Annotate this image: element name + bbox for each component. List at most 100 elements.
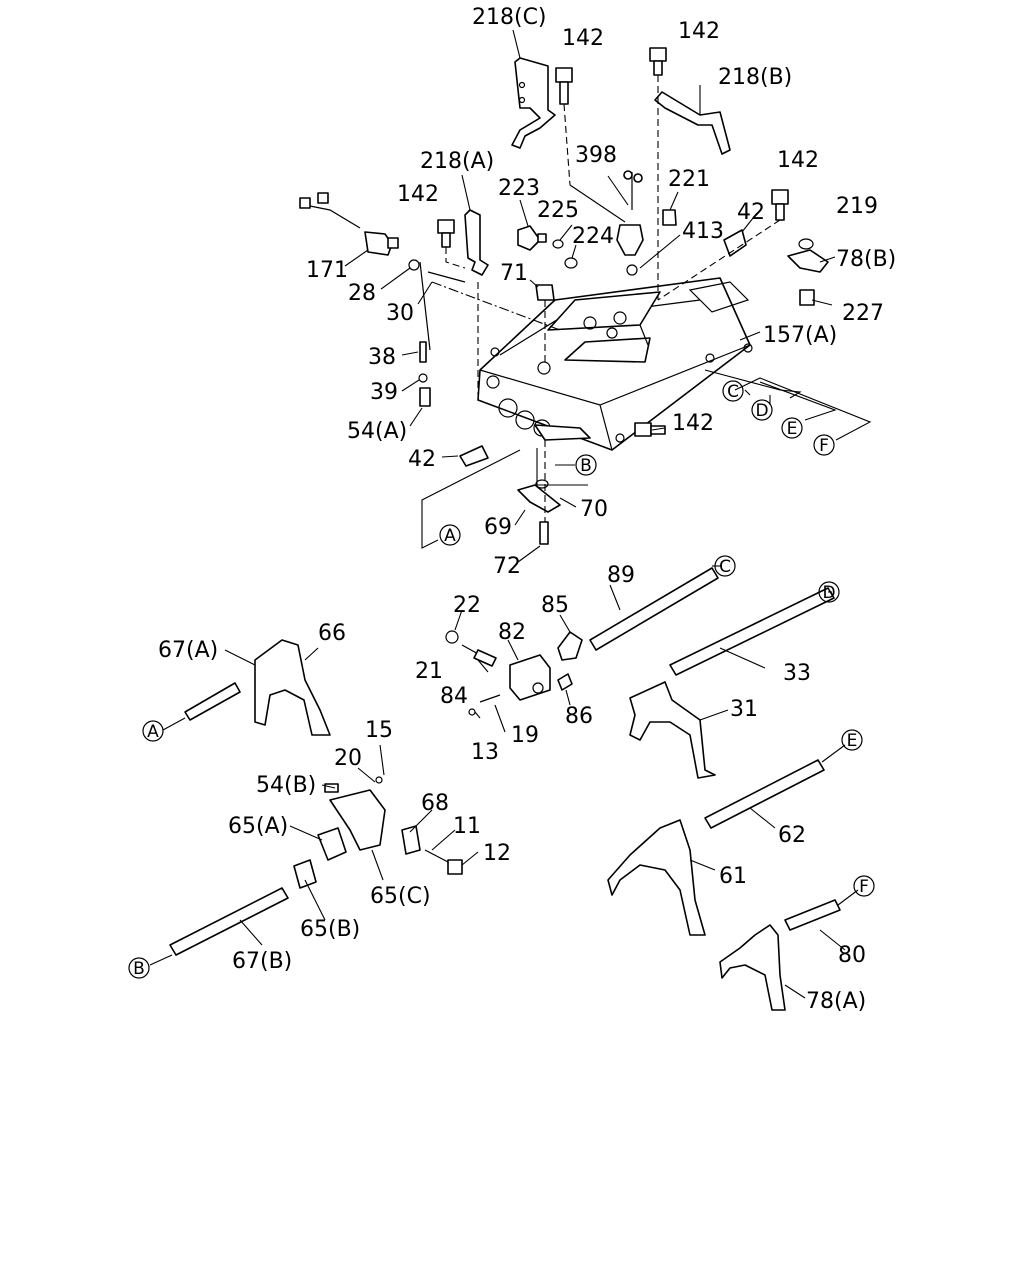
label-66: 66 bbox=[318, 621, 346, 646]
bracket-218b bbox=[654, 91, 731, 155]
svg-text:C: C bbox=[727, 382, 739, 402]
label-142e: 142 bbox=[672, 411, 714, 436]
svg-text:C: C bbox=[719, 557, 731, 577]
label-69: 69 bbox=[484, 515, 512, 540]
ref-f-rail: F bbox=[853, 875, 875, 897]
label-22: 22 bbox=[453, 593, 481, 618]
label-142d: 142 bbox=[397, 182, 439, 207]
label-413: 413 bbox=[682, 219, 724, 244]
label-219: 219 bbox=[836, 194, 878, 219]
label-78b: 78(B) bbox=[836, 247, 896, 272]
svg-text:E: E bbox=[787, 419, 798, 439]
label-142a: 142 bbox=[562, 26, 604, 51]
label-13: 13 bbox=[471, 740, 499, 765]
bracket-218a bbox=[464, 209, 489, 276]
bolt-142-housing bbox=[634, 422, 666, 437]
ref-d-rail: D bbox=[818, 581, 840, 603]
bolt-142-left bbox=[437, 219, 455, 248]
label-78a: 78(A) bbox=[806, 989, 866, 1014]
rail-67b bbox=[169, 887, 289, 956]
label-225: 225 bbox=[537, 198, 579, 223]
label-33: 33 bbox=[783, 661, 811, 686]
label-227: 227 bbox=[842, 301, 884, 326]
label-89: 89 bbox=[607, 563, 635, 588]
label-65b: 65(B) bbox=[300, 917, 360, 942]
label-142b: 142 bbox=[678, 19, 720, 44]
label-218c: 218(C) bbox=[472, 5, 547, 30]
label-68: 68 bbox=[421, 791, 449, 816]
fork-31 bbox=[629, 681, 716, 779]
svg-text:A: A bbox=[444, 526, 456, 546]
svg-text:D: D bbox=[822, 583, 835, 603]
label-31: 31 bbox=[730, 697, 758, 722]
ref-c-rail: C bbox=[714, 555, 736, 577]
label-42b: 42 bbox=[408, 447, 436, 472]
ref-c-housing: C bbox=[722, 380, 744, 402]
bolt-142-right bbox=[771, 189, 789, 221]
svg-text:B: B bbox=[133, 959, 145, 979]
callout-labels: 218(C) 142 142 218(B) 398 221 218(A) 223… bbox=[158, 5, 896, 1014]
switch-398 bbox=[616, 170, 644, 256]
rail-62 bbox=[704, 759, 825, 829]
shift-block-82 bbox=[509, 654, 551, 701]
label-39: 39 bbox=[370, 380, 398, 405]
label-62: 62 bbox=[778, 823, 806, 848]
fork-78a bbox=[719, 924, 786, 1011]
label-80: 80 bbox=[838, 943, 866, 968]
label-218a: 218(A) bbox=[420, 149, 494, 174]
label-142c: 142 bbox=[777, 148, 819, 173]
label-86: 86 bbox=[565, 704, 593, 729]
small-parts-top bbox=[408, 209, 829, 545]
leader-lines bbox=[149, 29, 872, 999]
label-54b: 54(B) bbox=[256, 773, 316, 798]
ref-e-rail: E bbox=[841, 729, 863, 751]
label-21: 21 bbox=[415, 659, 443, 684]
label-221: 221 bbox=[668, 167, 710, 192]
label-67a: 67(A) bbox=[158, 638, 218, 663]
rail-89 bbox=[589, 567, 719, 651]
label-54a: 54(A) bbox=[347, 419, 407, 444]
label-42a: 42 bbox=[737, 200, 765, 225]
rail-33 bbox=[669, 587, 835, 676]
ref-b-housing: B bbox=[575, 454, 597, 476]
housing-157a bbox=[477, 277, 753, 451]
label-20: 20 bbox=[334, 746, 362, 771]
label-30: 30 bbox=[386, 301, 414, 326]
svg-text:F: F bbox=[859, 877, 869, 897]
ref-e-housing: E bbox=[781, 417, 803, 439]
ref-b-rail: B bbox=[128, 957, 150, 979]
label-398: 398 bbox=[575, 143, 617, 168]
ref-a-housing: A bbox=[439, 524, 461, 546]
label-72: 72 bbox=[493, 554, 521, 579]
label-65c: 65(C) bbox=[370, 884, 431, 909]
label-15: 15 bbox=[365, 718, 393, 743]
bolt-142-top-center bbox=[555, 67, 573, 105]
rod-80 bbox=[784, 899, 841, 931]
svg-text:D: D bbox=[755, 401, 768, 421]
label-171: 171 bbox=[306, 258, 348, 283]
reference-markers: A A B B C C D D bbox=[128, 380, 875, 979]
rail-67a bbox=[184, 682, 241, 721]
switch-171 bbox=[299, 192, 399, 256]
label-11: 11 bbox=[453, 814, 481, 839]
label-19: 19 bbox=[511, 723, 539, 748]
label-157a: 157(A) bbox=[763, 323, 837, 348]
ref-a-rail: A bbox=[142, 720, 164, 742]
label-84: 84 bbox=[440, 684, 468, 709]
label-223: 223 bbox=[498, 176, 540, 201]
label-82: 82 bbox=[498, 620, 526, 645]
fork-61 bbox=[607, 819, 706, 936]
label-28: 28 bbox=[348, 281, 376, 306]
fork-66 bbox=[254, 639, 331, 736]
svg-text:A: A bbox=[147, 722, 159, 742]
label-65a: 65(A) bbox=[228, 814, 288, 839]
bolt-142-top-right bbox=[649, 47, 667, 76]
svg-text:B: B bbox=[580, 456, 592, 476]
label-38: 38 bbox=[368, 345, 396, 370]
label-61: 61 bbox=[719, 864, 747, 889]
bracket-218c bbox=[511, 57, 556, 149]
label-218b: 218(B) bbox=[718, 65, 792, 90]
label-12: 12 bbox=[483, 841, 511, 866]
ref-f-housing: F bbox=[813, 434, 835, 456]
